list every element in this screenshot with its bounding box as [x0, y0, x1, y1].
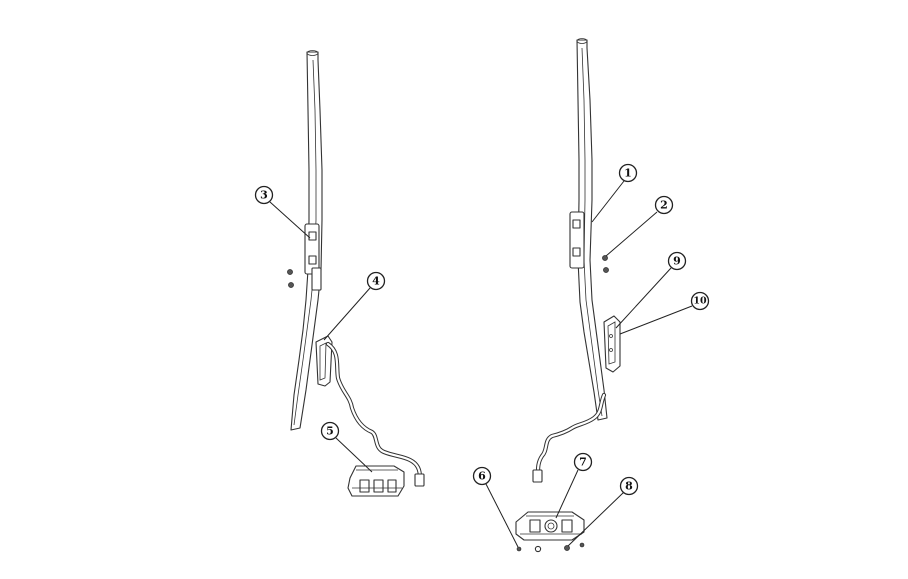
- callout-label: 1: [624, 167, 632, 180]
- callout-9: 9: [667, 251, 687, 271]
- callout-label: 9: [673, 255, 681, 268]
- callout-label: 4: [372, 275, 380, 288]
- right-inflator: [603, 315, 621, 373]
- left-mounting-screws: [287, 269, 294, 288]
- callout-4: 4: [366, 271, 386, 291]
- left-curtain-airbag-assembly: [287, 50, 425, 497]
- callout-label: 2: [660, 199, 668, 212]
- callout-label: 3: [260, 189, 268, 202]
- right-wiring-harness: [532, 392, 607, 483]
- callout-label: 10: [693, 296, 707, 307]
- right-control-module: [515, 511, 585, 541]
- callout-10: 10: [690, 291, 710, 311]
- callout-label: 8: [625, 480, 633, 493]
- leader-lines: [269, 180, 693, 548]
- callout-7: 7: [573, 452, 593, 472]
- right-curtain-airbag-assembly: [515, 38, 621, 553]
- callout-2: 2: [654, 195, 674, 215]
- callout-label: 7: [579, 456, 587, 469]
- callout-3: 3: [254, 185, 274, 205]
- callout-5: 5: [320, 421, 340, 441]
- lower-fasteners: [516, 542, 585, 553]
- left-wiring-harness: [325, 341, 425, 487]
- callout-label: 6: [478, 470, 486, 483]
- callout-1: 1: [618, 163, 638, 183]
- callout-label: 5: [326, 425, 334, 438]
- right-mounting-screws: [602, 255, 609, 273]
- callout-6: 6: [472, 466, 492, 486]
- left-control-bracket: [347, 465, 405, 497]
- callout-8: 8: [619, 476, 639, 496]
